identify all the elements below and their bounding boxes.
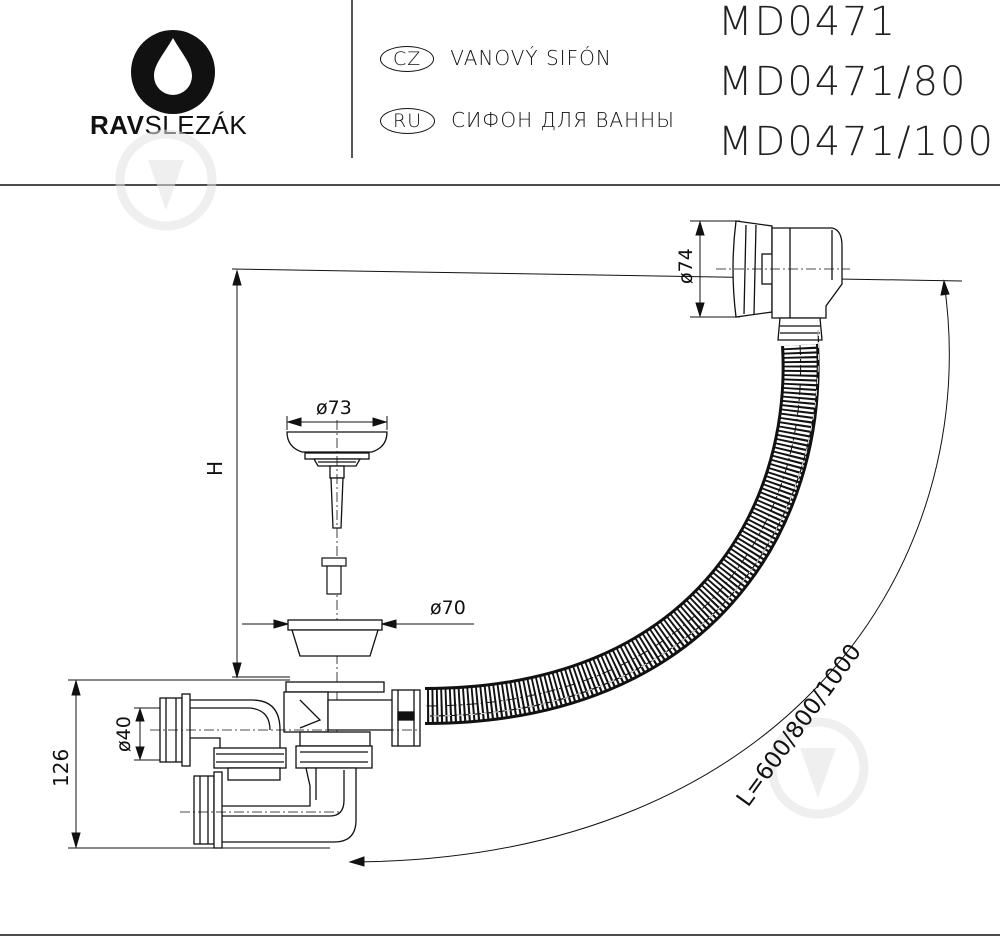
product-name-cz: VANOVÝ SIFÓN (450, 46, 612, 70)
brand-prefix: RAV (90, 110, 145, 140)
language-code-cz: CZ (380, 46, 435, 72)
plug-diameter-label: ø73 (316, 397, 352, 419)
overflow-diameter-dimension (690, 220, 740, 318)
drain-diameter-dimension (242, 619, 474, 629)
drop-arrow-icon (115, 129, 217, 231)
hose-length-dimension (348, 279, 950, 867)
drop-in-circle-icon (131, 30, 215, 114)
siphon-height-dimension (68, 679, 330, 849)
overflow-head (732, 220, 843, 341)
overflow-diameter-label: ø74 (675, 248, 697, 284)
model-code-3: MD0471/100 (718, 119, 995, 165)
language-line-cz: CZ VANOVÝ SIFÓN (380, 46, 612, 72)
brand-logo (128, 14, 218, 114)
height-label: H (203, 461, 227, 476)
siphon-body (159, 681, 421, 849)
model-code-2: MD0471/80 (718, 59, 968, 105)
language-code-ru: RU (380, 108, 436, 134)
hose-length-label: L=600/800/1000 (732, 639, 867, 811)
pop-up-spindle (321, 557, 347, 595)
drop-arrow-icon (767, 717, 869, 819)
drain-diameter-label: ø70 (430, 597, 466, 619)
outlet-diameter-label: ø40 (113, 716, 135, 752)
corrugated-hose (424, 329, 820, 725)
model-code-1: MD0471 (718, 0, 898, 45)
language-line-ru: RU СИФОН ДЛЯ ВАННЫ (380, 108, 675, 134)
product-name-ru: СИФОН ДЛЯ ВАННЫ (451, 108, 675, 132)
siphon-height-label: 126 (49, 749, 73, 787)
drain-flange (287, 619, 383, 657)
centerlines (150, 268, 850, 813)
